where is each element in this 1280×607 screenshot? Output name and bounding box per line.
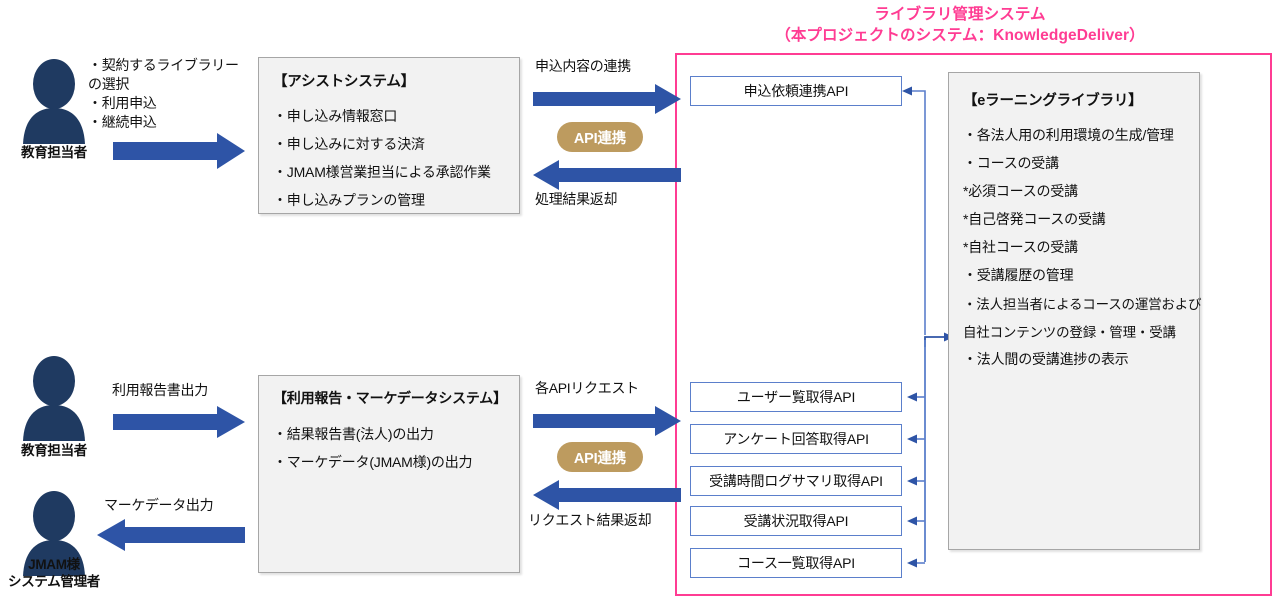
label-top-return: 処理結果返却 xyxy=(535,191,618,207)
flow-label-report-output: 利用報告書出力 xyxy=(112,382,208,398)
assist-system-item: ・申し込みプランの管理 xyxy=(273,192,425,208)
elearning-item: ・法人間の受講進捗の表示 xyxy=(963,351,1129,367)
label-top-forward: 申込内容の連携 xyxy=(535,58,631,74)
assist-system-box: 【アシストシステム】 ・申し込み情報窓口 ・申し込みに対する決済 ・JMAM様営… xyxy=(258,57,520,214)
pill-api-integration-top: API連携 xyxy=(557,122,643,152)
arrow-actor-to-assist xyxy=(113,133,245,169)
flow-label-marketdata-output: マーケデータ出力 xyxy=(104,497,214,513)
person-label-kyoiku-bottom: 教育担当者 xyxy=(21,443,87,458)
connector-bus-bottom-apis xyxy=(900,340,940,580)
api-box-enquete-answers[interactable]: アンケート回答取得API xyxy=(690,424,902,454)
assist-system-title: 【アシストシステム】 xyxy=(273,74,415,90)
arrow-bottom-return xyxy=(533,480,681,510)
arrow-report-system-to-jmam xyxy=(97,519,245,551)
elearning-item: 自社コンテンツの登録・管理・受講 xyxy=(963,325,1176,340)
elearning-item: ・受講履歴の管理 xyxy=(963,267,1074,283)
person-icon xyxy=(18,490,90,576)
arrow-actor-to-report-system xyxy=(113,406,245,438)
library-management-system-frame xyxy=(675,53,1272,596)
api-box-log-summary[interactable]: 受講時間ログサマリ取得API xyxy=(690,466,902,496)
elearning-item: ・各法人用の利用環境の生成/管理 xyxy=(963,127,1174,143)
report-marketdata-system-box: 【利用報告・マーケデータシステム】 ・結果報告書(法人)の出力 ・マーケデータ(… xyxy=(258,375,520,573)
assist-system-item: ・JMAM様営業担当による承認作業 xyxy=(273,164,491,180)
arrow-top-return xyxy=(533,160,681,190)
report-system-title: 【利用報告・マーケデータシステム】 xyxy=(273,390,507,406)
label-bottom-forward: 各APIリクエスト xyxy=(535,380,639,396)
person-icon xyxy=(18,355,90,441)
elearning-item: *自社コースの受講 xyxy=(963,239,1078,255)
elearning-item: ・コースの受講 xyxy=(963,155,1059,171)
person-label-kyoiku-top: 教育担当者 xyxy=(21,145,87,160)
assist-system-item: ・申し込み情報窓口 xyxy=(273,108,398,124)
api-box-user-list[interactable]: ユーザー覧取得API xyxy=(690,382,902,412)
person-label-jmam-admin: JMAM様 システム管理者 xyxy=(8,557,100,589)
elearning-item: ・法人担当者によるコースの運営および xyxy=(963,297,1202,312)
api-box-moushikomi-irai-renkei[interactable]: 申込依頼連携API xyxy=(690,76,902,106)
report-system-item: ・マーケデータ(JMAM様)の出力 xyxy=(273,454,473,470)
person-icon xyxy=(18,58,90,144)
api-box-attendance-status[interactable]: 受講状況取得API xyxy=(690,506,902,536)
assist-system-item: ・申し込みに対する決済 xyxy=(273,136,425,152)
flow-label-top-actor: ・契約するライブラリー の選択 ・利用申込 ・継続申込 xyxy=(88,57,239,130)
pill-api-integration-bottom: API連携 xyxy=(557,442,643,472)
connector-api-moushikomi xyxy=(900,80,950,340)
label-bottom-return: リクエスト結果返却 xyxy=(528,512,652,528)
api-box-course-list[interactable]: コース一覧取得API xyxy=(690,548,902,578)
system-frame-title: ライブラリ管理システム （本プロジェクトのシステム：KnowledgeDeliv… xyxy=(775,6,1145,44)
report-system-item: ・結果報告書(法人)の出力 xyxy=(273,426,434,442)
elearning-library-title: 【eラーニングライブラリ】 xyxy=(963,93,1143,109)
elearning-item: *必須コースの受講 xyxy=(963,183,1078,199)
elearning-item: *自己啓発コースの受講 xyxy=(963,211,1106,227)
arrow-top-forward xyxy=(533,84,681,114)
arrow-bottom-forward xyxy=(533,406,681,436)
elearning-library-box: 【eラーニングライブラリ】 ・各法人用の利用環境の生成/管理 ・コースの受講 *… xyxy=(948,72,1202,550)
